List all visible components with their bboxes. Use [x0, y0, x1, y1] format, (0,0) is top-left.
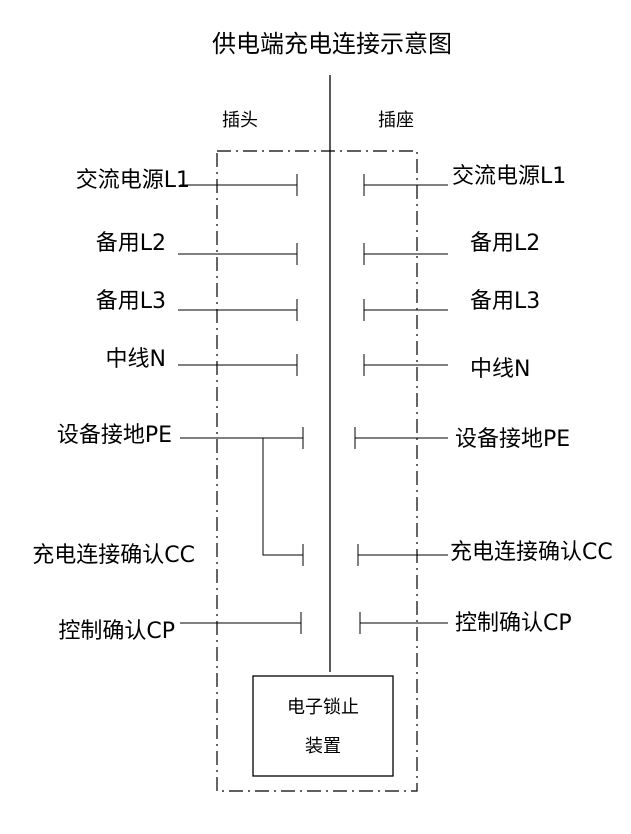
left-label-pe: 设备接地PE: [57, 423, 172, 448]
right-label-cp: 控制确认CP: [455, 611, 572, 636]
connector-enclosure: [216, 150, 418, 792]
left-label-n: 中线N: [106, 347, 166, 372]
right-label-cc: 充电连接确认CC: [450, 540, 613, 565]
left-label-cp: 控制确认CP: [58, 619, 175, 644]
right-label-pe: 设备接地PE: [455, 427, 570, 452]
electronic-lock-box: [252, 675, 394, 777]
right-label-l2: 备用L2: [470, 231, 540, 256]
pe-cc-link: [262, 438, 303, 556]
diagram-title: 供电端充电连接示意图: [212, 30, 452, 58]
right-label-l3: 备用L3: [470, 289, 540, 314]
left-label-l3: 备用L3: [96, 289, 166, 314]
left-label-cc: 充电连接确认CC: [32, 543, 195, 568]
lock-box-line2: 装置: [305, 736, 341, 757]
socket-label: 插座: [378, 110, 414, 131]
right-label-l1: 交流电源L1: [452, 164, 566, 189]
lock-box-line1: 电子锁止: [287, 697, 359, 718]
right-label-n: 中线N: [470, 357, 530, 382]
plug-label: 插头: [222, 110, 258, 131]
left-label-l2: 备用L2: [96, 231, 166, 256]
left-label-l1: 交流电源L1: [76, 168, 190, 193]
